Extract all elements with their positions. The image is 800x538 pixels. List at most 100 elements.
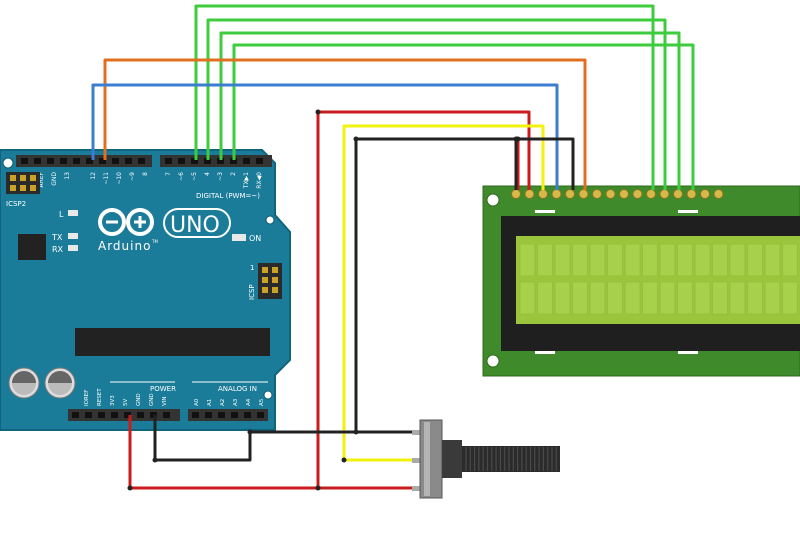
- digital-pin-label: 4: [204, 172, 211, 176]
- lcd-pad: [565, 189, 575, 199]
- digital-pin-label: AREF: [38, 171, 45, 187]
- atmega-chip: [75, 328, 270, 356]
- lcd-cell: [764, 281, 781, 315]
- icsp-pins: [262, 267, 278, 293]
- icsp-pin1-label: 1: [250, 264, 254, 272]
- header-hole: [47, 158, 54, 164]
- lcd-pad: [511, 189, 521, 199]
- lcd-cell: [642, 243, 658, 277]
- power-pin-label: GND: [149, 393, 155, 406]
- wire-green-d3: [219, 31, 681, 190]
- pot-shaft-ridges: [465, 447, 557, 471]
- icsp-pin: [262, 267, 268, 273]
- wire-black-gnd-pot: [153, 415, 418, 462]
- wire-junction: [353, 429, 359, 435]
- lcd-cell: [677, 281, 693, 315]
- header-hole: [218, 412, 225, 418]
- header-hole: [72, 412, 79, 418]
- wire-junction: [353, 136, 359, 142]
- icsp-pin: [262, 287, 268, 293]
- logo-plus-v: [138, 216, 142, 228]
- l-led-label: L: [59, 210, 64, 219]
- wire-red-5v-lcd: [316, 110, 531, 488]
- lcd-pad: [646, 189, 656, 199]
- header-hole: [191, 158, 198, 164]
- digital-pin-label: ~5: [191, 172, 198, 181]
- lcd-cell: [554, 281, 571, 315]
- lcd-cell: [729, 243, 746, 277]
- analog-pin-label: A1: [207, 399, 213, 406]
- icsp-pin: [272, 267, 278, 273]
- header-hole: [244, 412, 251, 418]
- digital-pin-label: RX◀0: [256, 172, 263, 189]
- digital-pin-label: ~6: [178, 172, 185, 181]
- analog-label: ANALOG IN: [218, 385, 257, 393]
- lcd-cell: [677, 243, 693, 277]
- analog-header: [188, 409, 268, 421]
- wire-green-d2: [232, 43, 695, 190]
- lcd-cell: [572, 281, 588, 315]
- power-pin-label: 5V: [123, 399, 129, 406]
- header-hole: [73, 158, 80, 164]
- lcd-cell: [764, 243, 781, 277]
- pot-body-highlight: [424, 422, 430, 496]
- wire-junction: [247, 429, 253, 435]
- lcd-pad: [524, 189, 535, 199]
- wire-black-gnd-lcd: [354, 137, 575, 432]
- digital-pin-label: 7: [165, 172, 172, 176]
- mounting-hole: [2, 157, 14, 169]
- header-hole: [230, 158, 237, 164]
- header-hole: [243, 158, 250, 164]
- bottom-pin-holes: [72, 412, 264, 418]
- pot-leg: [412, 430, 422, 435]
- lcd-cell: [554, 243, 571, 277]
- lcd-pad: [538, 189, 548, 199]
- icsp2-label: ICSP2: [6, 200, 26, 208]
- lcd-cell: [624, 243, 641, 277]
- mounting-hole: [263, 390, 273, 400]
- digital-pin-label: 13: [64, 172, 71, 180]
- lcd-mount-hole: [486, 354, 500, 368]
- lcd-cell: [782, 243, 798, 277]
- icsp2-pin: [20, 185, 26, 191]
- wire-yellow-wiper: [342, 124, 545, 462]
- l-led: [68, 210, 78, 216]
- digital-pin-label: 8: [142, 172, 149, 176]
- pot-leg: [412, 486, 422, 491]
- on-led: [232, 234, 246, 241]
- pot-body: [419, 419, 443, 499]
- wires: [91, 4, 695, 491]
- lcd-cell: [712, 243, 728, 277]
- wire-orange-d11: [103, 58, 587, 190]
- lcd-pad: [551, 189, 562, 199]
- header-hole: [163, 412, 170, 418]
- lcd-cell: [519, 281, 536, 315]
- digital-header: [160, 155, 272, 167]
- icsp-pin: [272, 287, 278, 293]
- model-label: UNO: [170, 213, 220, 238]
- header-hole: [60, 158, 67, 164]
- digital-pin-label: ~3: [217, 172, 224, 181]
- lcd-pad: [578, 189, 589, 199]
- header-hole: [231, 412, 238, 418]
- analog-pin-label: A0: [194, 398, 200, 406]
- arduino-logo: [98, 208, 154, 236]
- lcd-pad: [700, 189, 710, 199]
- icsp2-pin: [20, 175, 26, 181]
- logo-minus: [106, 220, 118, 224]
- lcd-character-cells: [519, 243, 798, 315]
- digital-pin-label: ~11: [103, 172, 110, 185]
- digital-pin-label: GND: [51, 172, 58, 186]
- lcd-pad: [673, 189, 683, 199]
- icsp-header: [258, 263, 282, 299]
- analog-pin-label: A3: [233, 398, 239, 406]
- lcd-pad: [632, 189, 643, 199]
- wire-junction: [127, 485, 133, 491]
- digital-pin-holes: [21, 158, 263, 164]
- icsp2-pin: [30, 175, 36, 181]
- pot-shaft: [462, 446, 560, 472]
- digital-pin-label: TX▶1: [243, 172, 250, 189]
